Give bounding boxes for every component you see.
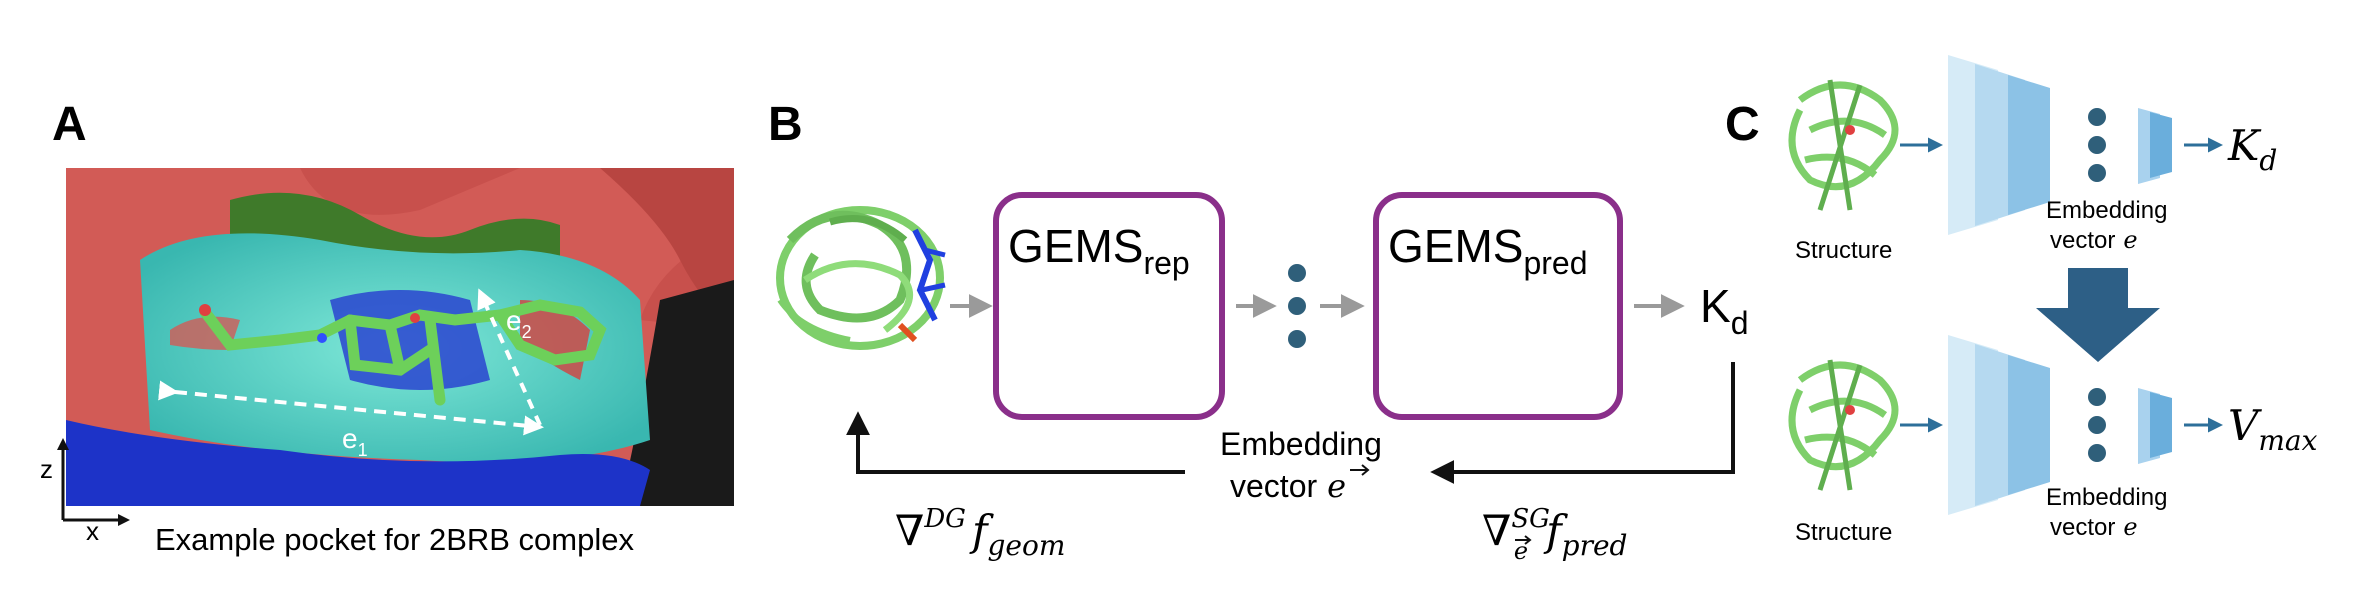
panel-c-letter: C [1725, 98, 1760, 151]
vec-arrow-b [1350, 464, 1370, 476]
embedding-vector-label-b: Embedding [1220, 426, 1382, 462]
embedding-dots-top [2088, 108, 2106, 182]
axis-indicator [57, 438, 130, 526]
embedding-label-bottom: Embedding [2046, 484, 2167, 511]
gems-pred-label: GEMSpred [1388, 220, 1588, 281]
embedding-label-top: Embedding [2046, 197, 2167, 224]
axis-z-label: z [40, 454, 53, 484]
gems-rep-box [993, 192, 1225, 420]
panel-a-letter: A [52, 98, 87, 151]
e2-vector-arrow [477, 288, 542, 426]
e1-vector-arrow [158, 380, 544, 436]
gems-rep-label: GEMSrep [1008, 220, 1190, 281]
protein-structure-bottom [1788, 359, 1899, 491]
e2-label: e2 [506, 305, 532, 342]
feedback-arrow-left [846, 411, 1185, 474]
panel-b-letter: B [768, 98, 803, 151]
kd-label-c: Kd [2227, 121, 2277, 177]
ligand-sticks [199, 299, 607, 406]
structure-label-top: Structure [1795, 237, 1892, 264]
pocket-surface-image [66, 168, 734, 506]
e1-label: e1 [342, 423, 368, 460]
structure-label-bottom: Structure [1795, 519, 1892, 546]
protein-structure-top [1788, 79, 1899, 211]
embedding-dots-bottom [2088, 388, 2106, 462]
feedback-arrow-right [1430, 362, 1735, 484]
axis-x-label: x [86, 516, 99, 546]
kd-output-label: Kd [1700, 280, 1748, 341]
vmax-label-c: Vmax [2228, 401, 2318, 457]
vec-arrow-sub [1515, 535, 1532, 545]
transfer-arrow-down [2036, 268, 2160, 362]
embedding-dots-b [1288, 264, 1306, 348]
gems-pred-box [1373, 192, 1623, 420]
protein-ligand-structure [776, 206, 946, 350]
network-bottom [1948, 335, 2172, 515]
panel-a-caption: Example pocket for 2BRB complex [155, 522, 634, 557]
network-top [1948, 55, 2172, 235]
